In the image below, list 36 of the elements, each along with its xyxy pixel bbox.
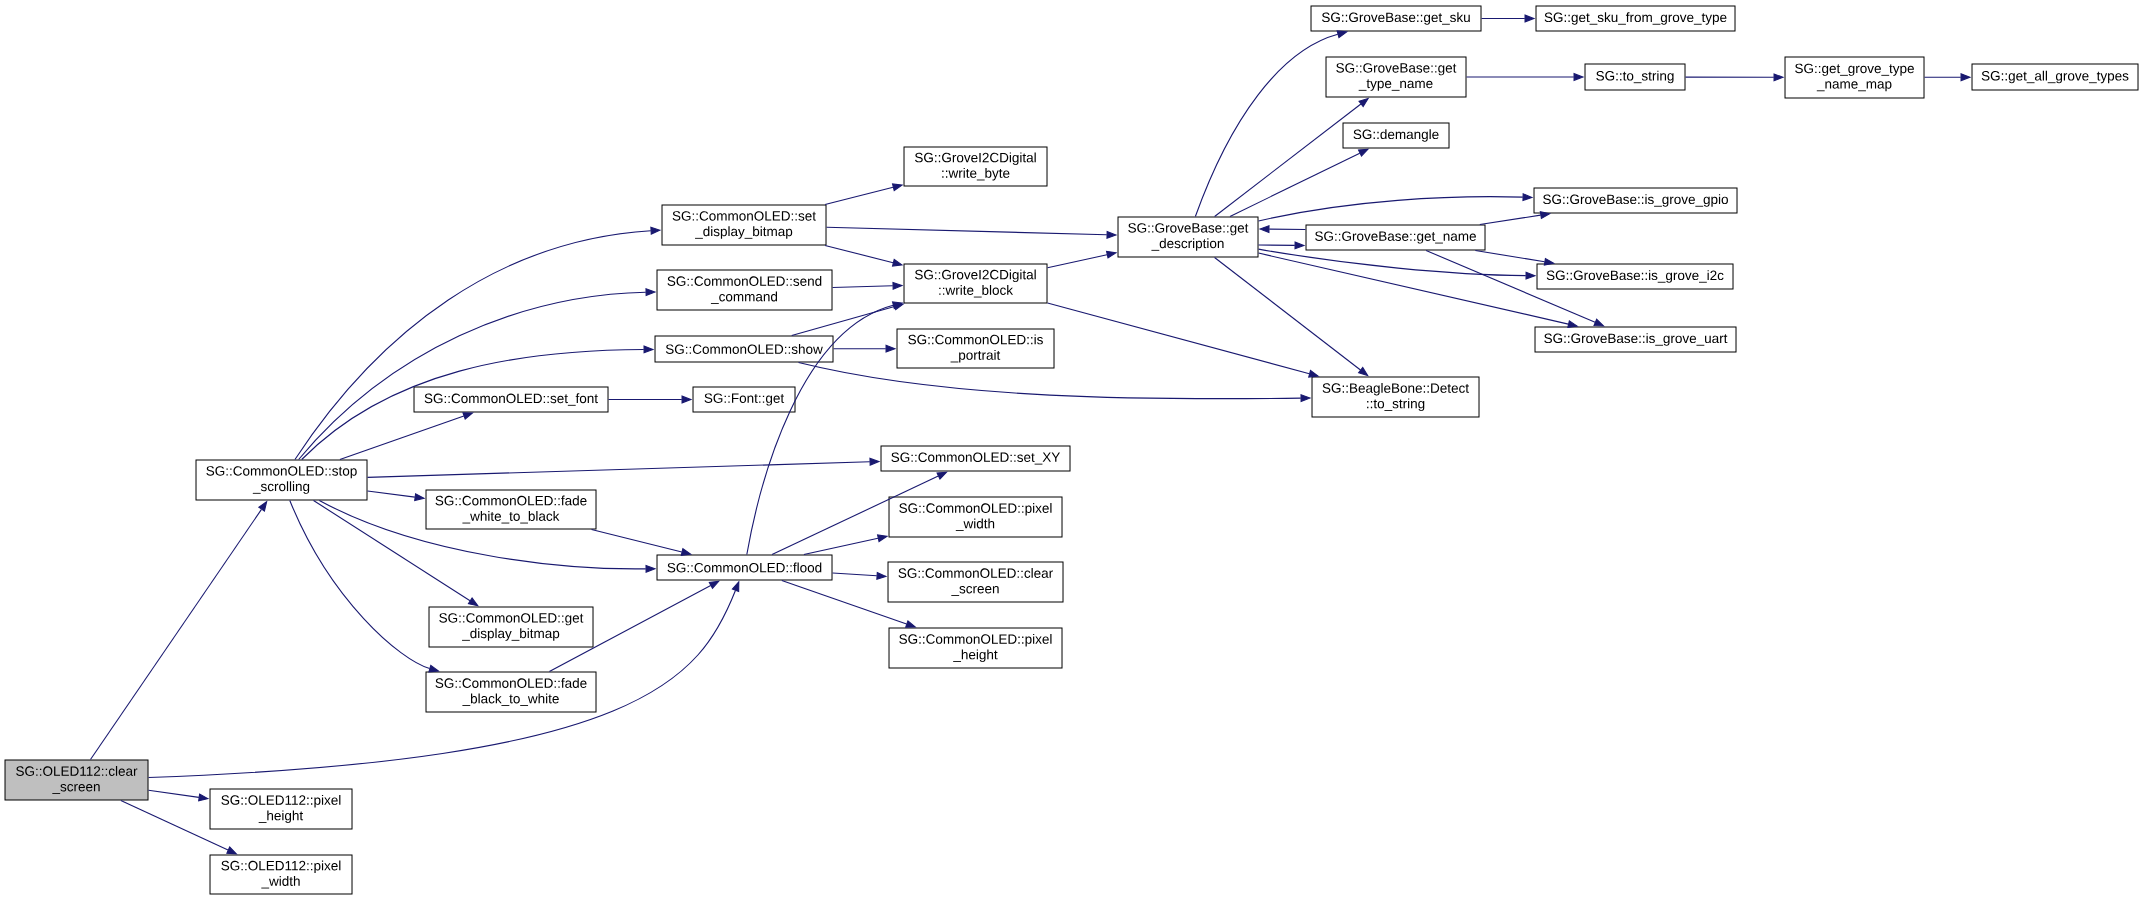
function-box: SG::CommonOLED::set_font (413, 386, 609, 413)
function-box: SG::GroveI2CDigital ::write_byte (903, 146, 1048, 187)
function-box: SG::CommonOLED::set _display_bitmap (661, 204, 827, 246)
function-box: SG::Font::get (692, 386, 796, 413)
arrow (1214, 256, 1369, 377)
arrow (312, 499, 479, 607)
function-box: SG::CommonOLED::show (654, 335, 834, 363)
function-box: SG::GroveBase::is_grove_i2c (1536, 263, 1734, 290)
function-box: SG::OLED112::clear _screen (4, 759, 149, 801)
function-box: SG::demangle (1342, 122, 1450, 149)
function-box: SG::GroveBase::get _description (1117, 216, 1259, 258)
function-box: SG::CommonOLED::clear _screen (887, 561, 1064, 603)
function-box: SG::BeagleBone::Detect ::to_string (1311, 376, 1480, 418)
function-box: SG::CommonOLED::set_XY (880, 445, 1071, 472)
function-box: SG::CommonOLED::pixel _width (888, 496, 1063, 538)
function-box: SG::OLED112::pixel _height (209, 788, 353, 830)
function-box: SG::CommonOLED::fade _black_to_white (425, 671, 597, 713)
function-box: SG::GroveBase::get_name (1305, 224, 1486, 251)
function-box: SG::OLED112::pixel _width (209, 854, 353, 895)
function-box: SG::CommonOLED::stop _scrolling (195, 459, 368, 501)
function-box: SG::CommonOLED::pixel _height (888, 627, 1063, 669)
arrow (771, 471, 948, 556)
function-box: SG::CommonOLED::send _command (656, 269, 833, 311)
function-box: SG::CommonOLED::fade _white_to_black (425, 489, 597, 530)
function-box: SG::GroveBase::is_grove_uart (1534, 326, 1737, 353)
function-box: SG::CommonOLED::flood (656, 554, 833, 581)
function-box: SG::to_string (1584, 63, 1686, 91)
function-box: SG::GroveBase::get_sku (1310, 5, 1482, 32)
function-box: SG::CommonOLED::is _portrait (896, 328, 1055, 369)
function-box: SG::GroveBase::is_grove_gpio (1533, 187, 1738, 214)
function-box: SG::CommonOLED::get _display_bitmap (428, 606, 594, 648)
function-box: SG::get_sku_from_grove_type (1535, 5, 1736, 32)
function-box: SG::GroveBase::get _type_name (1325, 56, 1467, 98)
function-box: SG::GroveI2CDigital ::write_block (903, 263, 1048, 304)
function-box: SG::get_all_grove_types (1971, 63, 2139, 91)
function-box: SG::get_grove_type _name_map (1784, 56, 1925, 99)
